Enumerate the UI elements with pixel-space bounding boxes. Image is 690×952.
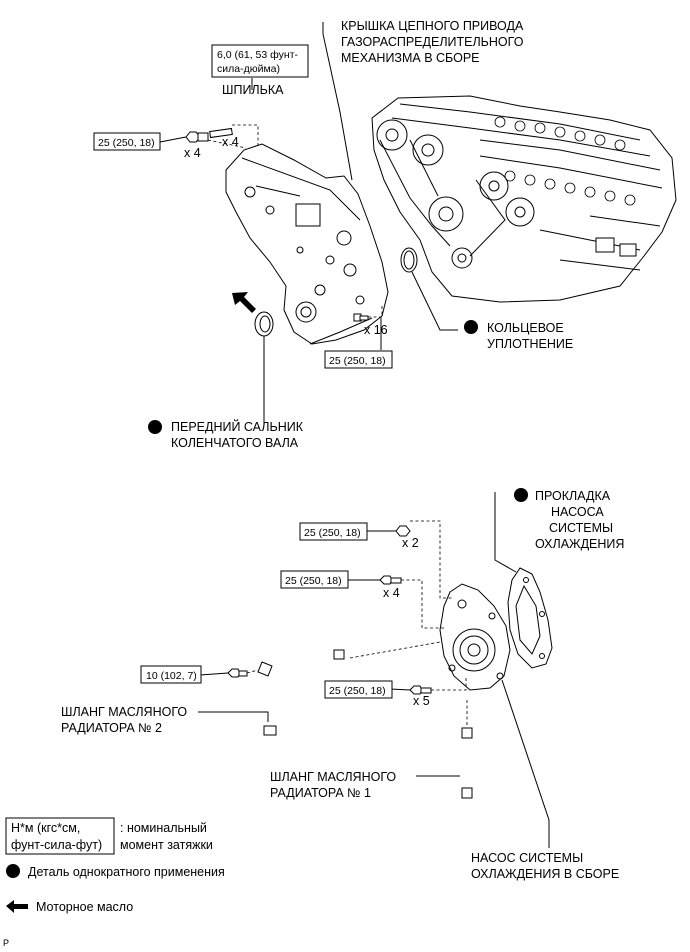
pump-bolt-x4-icon	[379, 575, 402, 585]
water-pump-illustration	[439, 583, 511, 691]
cover-bolt-icon	[185, 131, 209, 143]
o-ring-label-line-1: КОЛЬЦЕВОЕ	[487, 321, 564, 335]
pump-gasket-label-line-4: ОХЛАЖДЕНИЯ	[535, 537, 624, 551]
legend-torque-desc-line-2: момент затяжки	[120, 838, 213, 852]
cover-bottom-torque-box	[324, 350, 393, 369]
stud-torque-line-1: 6,0 (61, 53 фунт-	[217, 49, 298, 61]
pump-gasket-label-line-1: ПРОКЛАДКА	[535, 489, 611, 503]
pump-x4-torque: 25 (250, 18)	[285, 575, 342, 587]
pump-x2-torque-box	[299, 522, 368, 541]
hose-bolt-torque-box	[140, 665, 202, 684]
non-reusable-o-ring-icon	[464, 320, 478, 334]
oil-hose-1-part	[461, 727, 473, 799]
pump-x5-torque: 25 (250, 18)	[329, 685, 386, 697]
water-pump-label-line-2: ОХЛАЖДЕНИЯ В СБОРЕ	[471, 867, 619, 881]
timing-cover-label-line-2: ГАЗОРАСПРЕДЕЛИТЕЛЬНОГО	[341, 35, 524, 49]
crankshaft-seal-part	[254, 311, 274, 337]
pump-gasket-part	[507, 567, 553, 669]
cover-bottom-quantity: x 16	[364, 323, 388, 337]
pump-x5-quantity: x 5	[413, 694, 430, 708]
timing-cover-illustration	[225, 143, 389, 345]
pump-gasket-label-line-2: НАСОСА	[551, 505, 604, 519]
footer-code: P	[3, 938, 9, 948]
hose-bolt-icon	[227, 661, 273, 678]
stud-torque-line-2: сила-дюйма)	[217, 63, 280, 75]
stud-label: ШПИЛЬКА	[222, 83, 284, 97]
left-arrow-icon	[6, 900, 28, 913]
oil-hose-2-label-line-1: ШЛАНГ МАСЛЯНОГО	[61, 705, 187, 719]
front-seal-label-line-1: ПЕРЕДНИЙ САЛЬНИК	[171, 419, 304, 434]
engine-oil-arrow-icon	[232, 292, 256, 313]
stud-quantity: x 4	[222, 135, 239, 149]
pump-nut-icon	[395, 525, 411, 537]
legend-non-reusable: Деталь однократного применения	[28, 865, 225, 879]
legend-torque-unit-line-2: фунт-сила-фут)	[11, 838, 102, 852]
legend-torque-desc-line-1: : номинальный	[120, 821, 207, 835]
pump-x2-quantity: x 2	[402, 536, 419, 550]
pump-gasket-label-line-3: СИСТЕМЫ	[549, 521, 613, 535]
water-pump-label-line-1: НАСОС СИСТЕМЫ	[471, 851, 583, 865]
pump-bolt-x5-icon	[409, 685, 432, 695]
cover-bottom-bolt-icon	[353, 313, 369, 322]
oil-hose-1-label-line-1: ШЛАНГ МАСЛЯНОГО	[270, 770, 396, 784]
pump-x2-torque: 25 (250, 18)	[304, 527, 361, 539]
o-ring-part	[400, 247, 418, 273]
stud-torque-box	[211, 44, 309, 78]
legend-torque-unit-line-1: Н*м (кгс*см,	[11, 821, 80, 835]
timing-cover-label-line-1: КРЫШКА ЦЕПНОГО ПРИВОДА	[341, 19, 524, 33]
non-reusable-seal-icon	[148, 420, 162, 434]
engine-block-illustration	[371, 95, 677, 303]
oil-hose-2-label-line-2: РАДИАТОРА № 2	[61, 721, 162, 735]
non-reusable-gasket-icon	[514, 488, 528, 502]
oil-hose-2-part	[263, 639, 345, 736]
stud-icon	[209, 127, 233, 139]
legend-engine-oil: Моторное масло	[36, 900, 133, 914]
oil-hose-1-label-line-2: РАДИАТОРА № 1	[270, 786, 371, 800]
front-seal-label-line-2: КОЛЕНЧАТОГО ВАЛА	[171, 436, 299, 450]
cover-bottom-torque: 25 (250, 18)	[329, 355, 386, 367]
o-ring-label-line-2: УПЛОТНЕНИЕ	[487, 337, 573, 351]
pump-x5-torque-box	[324, 680, 393, 699]
legend-torque-box	[5, 817, 115, 855]
hose-bolt-torque: 10 (102, 7)	[146, 670, 197, 682]
cover-top-quantity: x 4	[184, 146, 201, 160]
pump-x4-quantity: x 4	[383, 586, 400, 600]
filled-circle-icon	[6, 864, 20, 878]
cover-top-torque-box	[93, 132, 161, 151]
cover-top-torque: 25 (250, 18)	[98, 137, 155, 149]
timing-cover-label-line-3: МЕХАНИЗМА В СБОРЕ	[341, 51, 480, 65]
pump-x4-torque-box	[280, 570, 349, 589]
